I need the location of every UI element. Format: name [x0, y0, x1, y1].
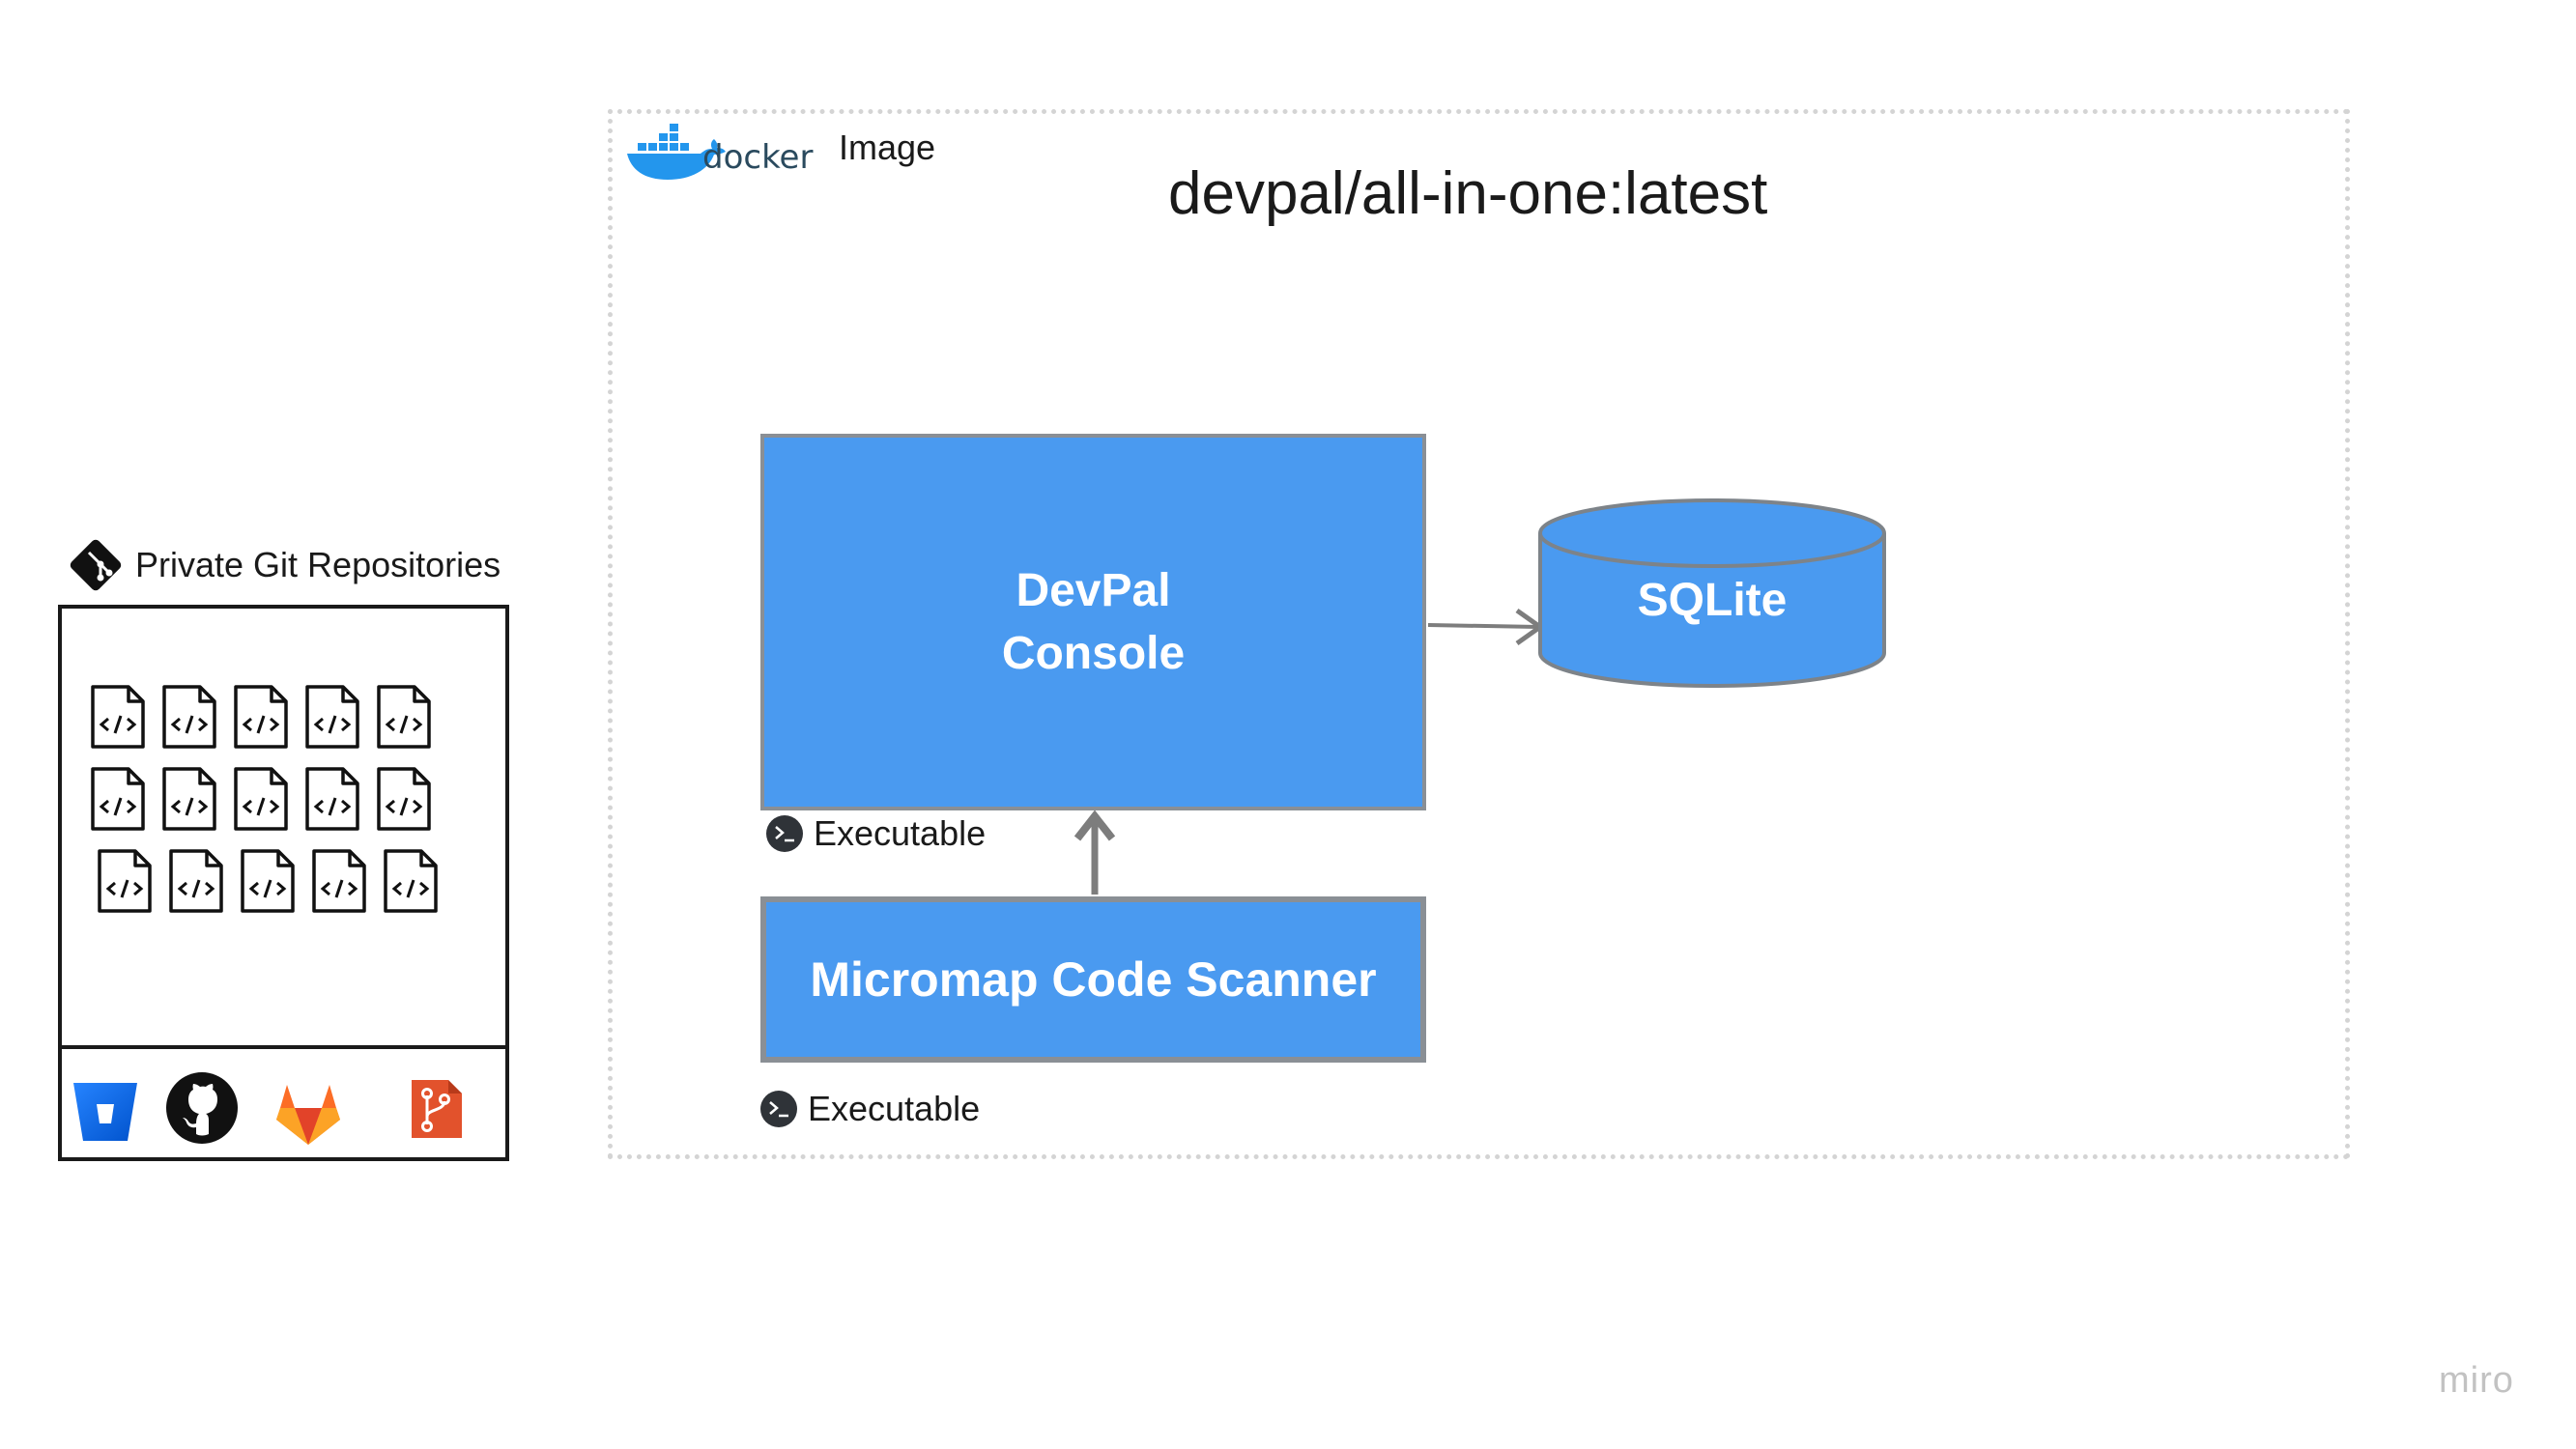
code-file-icon: [384, 849, 438, 913]
docker-image-frame: [608, 109, 2350, 1159]
devpal-console-line2: Console: [1001, 628, 1186, 679]
code-scanner-executable-tag: Executable: [759, 1089, 980, 1129]
github-icon: [166, 1072, 238, 1144]
terminal-icon: [760, 1091, 797, 1127]
code-files-row: [90, 684, 432, 750]
azure-repos-icon: [412, 1080, 462, 1138]
executable-label: Executable: [814, 813, 987, 853]
git-repositories-header: Private Git Repositories: [66, 535, 501, 595]
terminal-icon: [766, 815, 803, 852]
sqlite-label: SQLite: [1637, 575, 1788, 626]
code-file-icon: [241, 849, 295, 913]
code-files-row: [97, 848, 439, 914]
docker-wordmark: docker: [702, 138, 813, 177]
sqlite-database-cylinder: [1538, 498, 1886, 688]
code-file-icon: [98, 849, 152, 913]
code-file-icon: [91, 767, 145, 831]
console-to-sqlite-arrow: [1427, 608, 1545, 646]
devpal-console-line1: DevPal: [1016, 565, 1171, 616]
code-file-icon: [162, 685, 216, 749]
miro-watermark: miro: [2439, 1360, 2514, 1401]
devpal-console-executable-tag: Executable: [765, 813, 986, 854]
code-file-icon: [234, 767, 288, 831]
code-file-icon: [169, 849, 223, 913]
code-file-icon: [377, 685, 431, 749]
code-files-row: [90, 766, 432, 832]
code-scanner-label: Micromap Code Scanner: [810, 952, 1377, 1007]
git-icon: [70, 539, 122, 591]
scanner-to-console-arrow: [1073, 810, 1116, 895]
devpal-console-box: DevPal Console: [760, 434, 1426, 810]
image-label: Image: [839, 128, 936, 167]
code-file-icon: [162, 767, 216, 831]
docker-logo: docker: [627, 124, 813, 180]
code-file-icon: [377, 767, 431, 831]
code-file-icon: [234, 685, 288, 749]
bitbucket-icon: [73, 1083, 137, 1141]
code-file-icon: [312, 849, 366, 913]
image-name: devpal/all-in-one:latest: [1168, 160, 1768, 227]
code-file-icon: [91, 685, 145, 749]
gitlab-icon: [276, 1085, 340, 1145]
git-repositories-title: Private Git Repositories: [135, 545, 501, 584]
code-file-icon: [305, 767, 359, 831]
code-scanner-box: Micromap Code Scanner: [760, 896, 1426, 1063]
executable-label: Executable: [808, 1089, 981, 1128]
code-file-icon: [305, 685, 359, 749]
repositories-divider: [58, 1045, 509, 1049]
